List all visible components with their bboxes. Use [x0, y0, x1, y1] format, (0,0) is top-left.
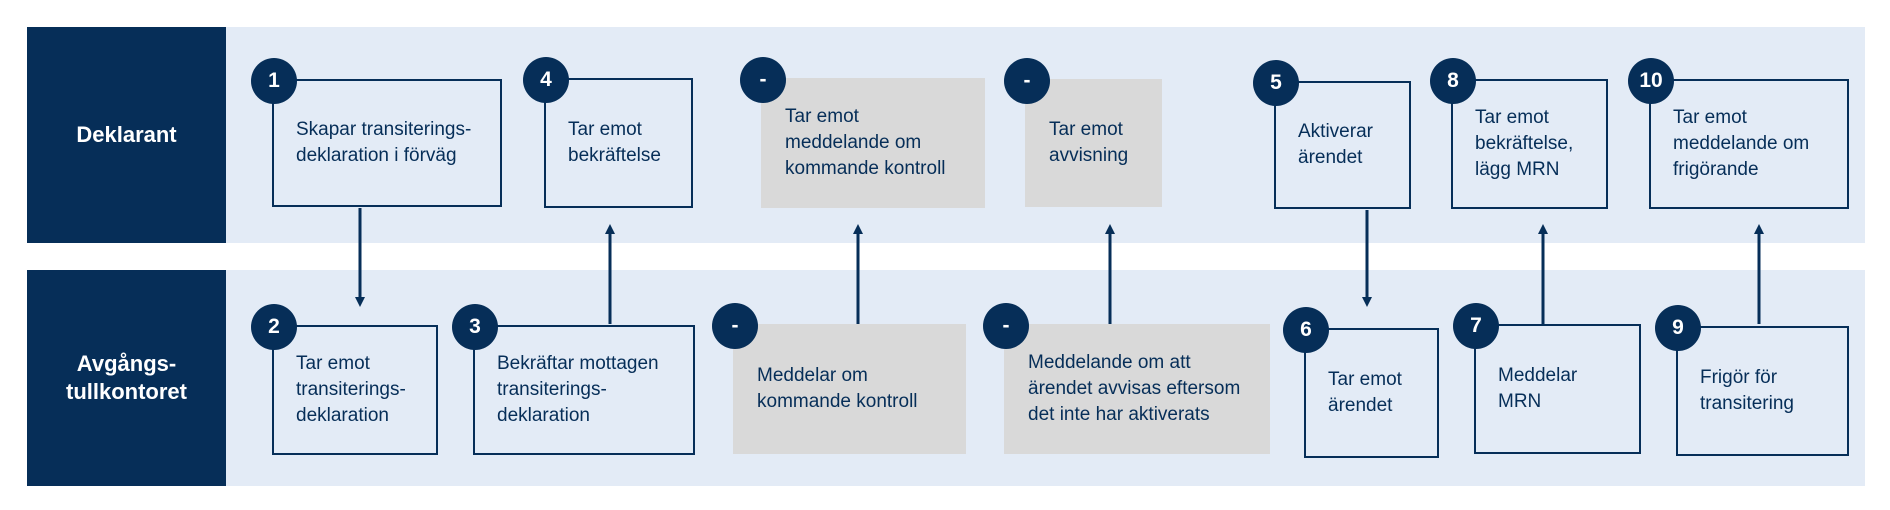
step-3-text: Bekräftar mottagen transiterings- deklar… [497, 353, 659, 426]
step-a-box: Tar emot meddelande om kommande kontroll [761, 78, 985, 208]
step-7-badge: 7 [1453, 303, 1499, 349]
step-1-badge: 1 [251, 58, 297, 104]
step-2-box: Tar emot transiterings- deklaration [272, 325, 438, 455]
step-1-text: Skapar transiterings- deklaration i förv… [296, 119, 472, 166]
step-10-badge: 10 [1628, 58, 1674, 104]
step-8-badge: 8 [1430, 58, 1476, 104]
step-4-badge: 4 [523, 57, 569, 103]
lane-label-avgangstullkontoret: Avgångs- tullkontoret [27, 270, 226, 486]
lane-label-deklarant-text: Deklarant [76, 122, 177, 147]
step-10-text: Tar emot meddelande om frigörande [1673, 107, 1810, 180]
step-9-box: Frigör för transitering [1676, 326, 1849, 456]
step-10-box: Tar emot meddelande om frigörande [1649, 79, 1849, 209]
step-b-badge: - [1004, 58, 1050, 104]
step-7-box: Meddelar MRN [1474, 324, 1641, 454]
step-8-text: Tar emot bekräftelse, lägg MRN [1475, 107, 1574, 180]
step-d-box: Meddelande om att ärendet avvisas efters… [1004, 324, 1270, 454]
step-5-badge: 5 [1253, 60, 1299, 106]
step-c-badge: - [712, 303, 758, 349]
step-d-badge: - [983, 303, 1029, 349]
lane-label-deklarant: Deklarant [27, 27, 226, 243]
step-4-text: Tar emot bekräftelse [568, 119, 661, 166]
lane-label-avgangstullkontoret-text: Avgångs- tullkontoret [66, 351, 187, 404]
step-2-text: Tar emot transiterings- deklaration [296, 353, 406, 426]
step-a-text: Tar emot meddelande om kommande kontroll [785, 106, 946, 179]
step-3-badge: 3 [452, 304, 498, 350]
step-d-text: Meddelande om att ärendet avvisas efters… [1028, 352, 1241, 425]
step-6-box: Tar emot ärendet [1304, 328, 1439, 458]
step-c-box: Meddelar om kommande kontroll [733, 324, 966, 454]
step-b-text: Tar emot avvisning [1049, 119, 1129, 166]
step-a-badge: - [740, 57, 786, 103]
step-5-text: Aktiverar ärendet [1298, 121, 1373, 168]
step-1-box: Skapar transiterings- deklaration i förv… [272, 79, 502, 207]
step-6-badge: 6 [1283, 307, 1329, 353]
step-9-badge: 9 [1655, 305, 1701, 351]
step-7-text: Meddelar MRN [1498, 365, 1578, 412]
step-6-text: Tar emot ärendet [1328, 369, 1402, 416]
step-c-text: Meddelar om kommande kontroll [757, 365, 918, 412]
step-9-text: Frigör för transitering [1700, 367, 1794, 414]
step-4-box: Tar emot bekräftelse [544, 78, 693, 208]
step-8-box: Tar emot bekräftelse, lägg MRN [1451, 79, 1608, 209]
step-b-box: Tar emot avvisning [1025, 79, 1162, 207]
step-2-badge: 2 [251, 304, 297, 350]
step-3-box: Bekräftar mottagen transiterings- deklar… [473, 325, 695, 455]
step-5-box: Aktiverar ärendet [1274, 81, 1411, 209]
